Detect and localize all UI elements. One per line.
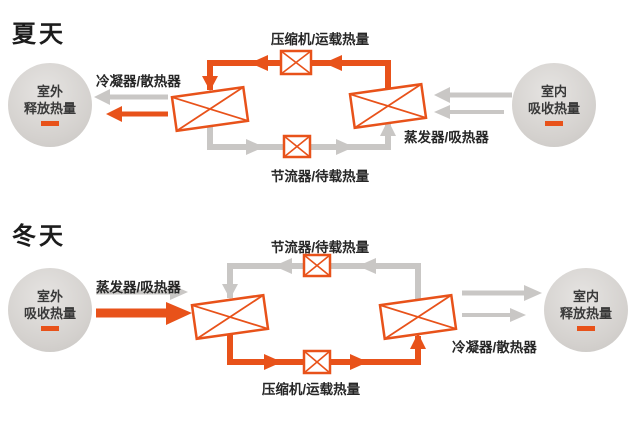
- winter-outdoor-line2: 吸收热量: [23, 305, 76, 321]
- winter-indoor-line1: 室内: [572, 288, 599, 304]
- arrow-head: [324, 55, 342, 71]
- accent-bar: [545, 121, 563, 127]
- summer-throttle-box: [282, 134, 312, 159]
- winter-title: 冬天: [12, 223, 66, 250]
- winter-compressor-label: 压缩机/运载热量: [261, 382, 361, 397]
- arrow-head: [274, 258, 292, 274]
- summer-evaporator-exchanger: [348, 82, 428, 130]
- summer-evaporator-label: 蒸发器/吸热器: [404, 130, 489, 145]
- summer-condenser-label: 冷凝器/散热器: [96, 74, 181, 89]
- winter-cycle-graphic: [96, 253, 542, 375]
- summer-indoor-heat-arrows: [434, 87, 512, 119]
- arrow-head: [170, 284, 188, 300]
- arrow-head: [94, 89, 110, 105]
- winter-outdoor-node: 室外 吸收热量: [8, 268, 92, 352]
- summer-outdoor-line1: 室外: [36, 83, 63, 99]
- winter-outdoor-heat-arrows: [96, 284, 192, 325]
- summer-condenser-exchanger: [170, 85, 250, 133]
- summer-indoor-node: 室内 吸收热量: [512, 63, 596, 147]
- accent-bar: [41, 326, 59, 332]
- arrow-head: [222, 284, 238, 299]
- arrow-head: [524, 285, 542, 301]
- arrow-head: [358, 258, 376, 274]
- arrow-head: [166, 302, 192, 325]
- arrow-head: [510, 308, 526, 322]
- arrow-head: [202, 76, 218, 91]
- winter-throttle-box: [302, 253, 332, 278]
- summer-cycle-graphic: [94, 49, 512, 159]
- arrow-head: [350, 354, 368, 370]
- winter-indoor-node: 室内 释放热量: [544, 268, 628, 352]
- winter-outdoor-line1: 室外: [36, 288, 63, 304]
- winter-condenser-exchanger: [378, 293, 458, 341]
- summer-title: 夏天: [12, 21, 66, 48]
- arrow-head: [434, 87, 450, 103]
- arrow-head: [106, 106, 122, 122]
- winter-evaporator-label: 蒸发器/吸热器: [96, 280, 181, 295]
- accent-bar: [577, 326, 595, 332]
- accent-bar: [41, 121, 59, 127]
- winter-throttle-label: 节流器/待载热量: [270, 240, 370, 255]
- summer-indoor-line2: 吸收热量: [527, 100, 580, 116]
- summer-compressor-box: [279, 49, 313, 76]
- winter-indoor-heat-arrows: [462, 285, 542, 322]
- arrow-head: [380, 120, 396, 136]
- arrow-head: [336, 139, 354, 155]
- arrow-head: [250, 55, 268, 71]
- winter-indoor-line2: 释放热量: [559, 305, 612, 321]
- summer-throttle-label: 节流器/待载热量: [270, 169, 370, 184]
- arrow-head: [264, 354, 282, 370]
- arrow-head: [434, 105, 450, 119]
- summer-compressor-label: 压缩机/运载热量: [270, 32, 370, 47]
- arrow-head: [246, 139, 264, 155]
- summer-indoor-line1: 室内: [540, 83, 567, 99]
- summer-outdoor-node: 室外 释放热量: [8, 63, 92, 147]
- arrow-head: [410, 333, 426, 349]
- winter-evaporator-exchanger: [190, 293, 270, 341]
- summer-outdoor-heat-arrows: [94, 89, 168, 122]
- winter-compressor-box: [302, 349, 332, 375]
- winter-condenser-label: 冷凝器/散热器: [452, 340, 537, 355]
- summer-outdoor-line2: 释放热量: [23, 100, 76, 116]
